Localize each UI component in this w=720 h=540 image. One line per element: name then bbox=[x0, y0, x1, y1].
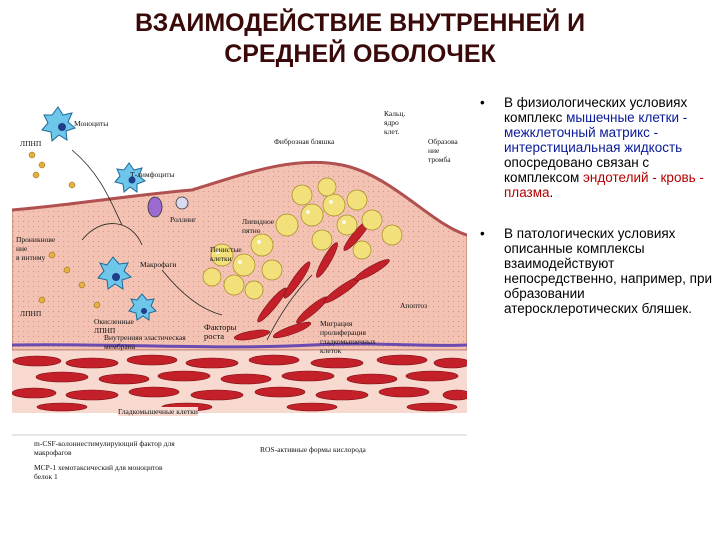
bullet-1-end: . bbox=[549, 185, 554, 200]
slide-title: ВЗАИМОДЕЙСТВИЕ ВНУТРЕННЕЙ И СРЕДНЕЙ ОБОЛ… bbox=[40, 8, 680, 70]
bullet-item-pathological: • В патологических условиях описанные ко… bbox=[478, 226, 718, 316]
internal-elastic-membrane bbox=[11, 342, 468, 349]
label-ldl-bottom: ЛПНП bbox=[20, 309, 42, 318]
smooth-muscle-cells bbox=[11, 354, 472, 412]
endothelium bbox=[11, 160, 468, 237]
label-rolling: Роллинг bbox=[170, 215, 197, 224]
label-necrotic-core: Кальц. ядро клет. bbox=[384, 109, 406, 136]
bullet-1-text-a: В физиологических условиях комплекс bbox=[504, 95, 688, 125]
label-macrophages: Макрофаги bbox=[140, 260, 177, 269]
label-t-lymphocytes: Т-лимфоциты bbox=[130, 170, 175, 179]
title-line-2: СРЕДНЕЙ ОБОЛОЧЕК bbox=[224, 40, 496, 68]
label-oxidized-ldl: Окисленные ЛПНП bbox=[94, 317, 134, 335]
t-lymphocytes bbox=[147, 196, 189, 218]
label-smc-migration: Миграция пролиферация гладкомышечных кле… bbox=[320, 319, 376, 355]
foam-cells bbox=[202, 177, 403, 300]
bullet-1-highlight-endothelium: эндотелий - кровь - плазма bbox=[504, 170, 704, 200]
pathway-arrows bbox=[71, 149, 313, 341]
label-lipid-spot: Липидное пятно bbox=[242, 217, 275, 235]
label-fibrous-cap: Фиброзная бляшка bbox=[274, 137, 335, 146]
label-foam-cells: Пенистые клетки bbox=[210, 245, 242, 263]
bullet-dot: • bbox=[480, 226, 485, 241]
legend-mcsf: m-CSF-колониестимулирующий фактор для ма… bbox=[34, 439, 175, 457]
label-thrombus: Образова ние тромба bbox=[428, 137, 458, 164]
monocytes bbox=[41, 106, 157, 321]
label-internal-elastic-membrane: Внутренняя эластическая мембрана bbox=[104, 333, 186, 351]
legend-ros: ROS-активные формы кислорода bbox=[260, 445, 366, 454]
bullet-list: • В физиологических условиях комплекс мы… bbox=[478, 95, 718, 316]
bullet-dot: • bbox=[480, 95, 485, 110]
title-line-1: ВЗАИМОДЕЙСТВИЕ ВНУТРЕННЕЙ И bbox=[134, 9, 586, 37]
label-monocytes: Моноциты bbox=[74, 119, 109, 128]
atherosclerosis-diagram: Моноциты ЛПНП Фиброзная бляшка Кальц. яд… bbox=[11, 95, 472, 485]
label-ldl-top: ЛПНП bbox=[20, 139, 42, 148]
label-penetration: Проникнове ние в интиму bbox=[16, 235, 56, 262]
migrating-smooth-muscle-cells bbox=[233, 219, 390, 341]
bullet-1-highlight-complex: мышечные клетки - межклеточный матрикс -… bbox=[504, 110, 688, 155]
ldl-particles bbox=[28, 151, 101, 309]
label-growth-factors: Факторы роста bbox=[204, 322, 237, 341]
bullet-item-physiological: • В физиологических условиях комплекс мы… bbox=[478, 95, 718, 200]
legend-mcp1: МСР-1 хемотаксический для моноцитов бело… bbox=[34, 463, 163, 481]
label-apoptosis: Апоптоз bbox=[400, 301, 428, 310]
bullet-1-text-b: опосредовано связан с комплексом bbox=[504, 155, 650, 185]
vessel-wall-illustration bbox=[11, 95, 472, 485]
label-smooth-muscle: Гладкомышечные клетки bbox=[118, 407, 198, 416]
bullet-2-text: В патологических условиях описанные комп… bbox=[504, 226, 712, 316]
